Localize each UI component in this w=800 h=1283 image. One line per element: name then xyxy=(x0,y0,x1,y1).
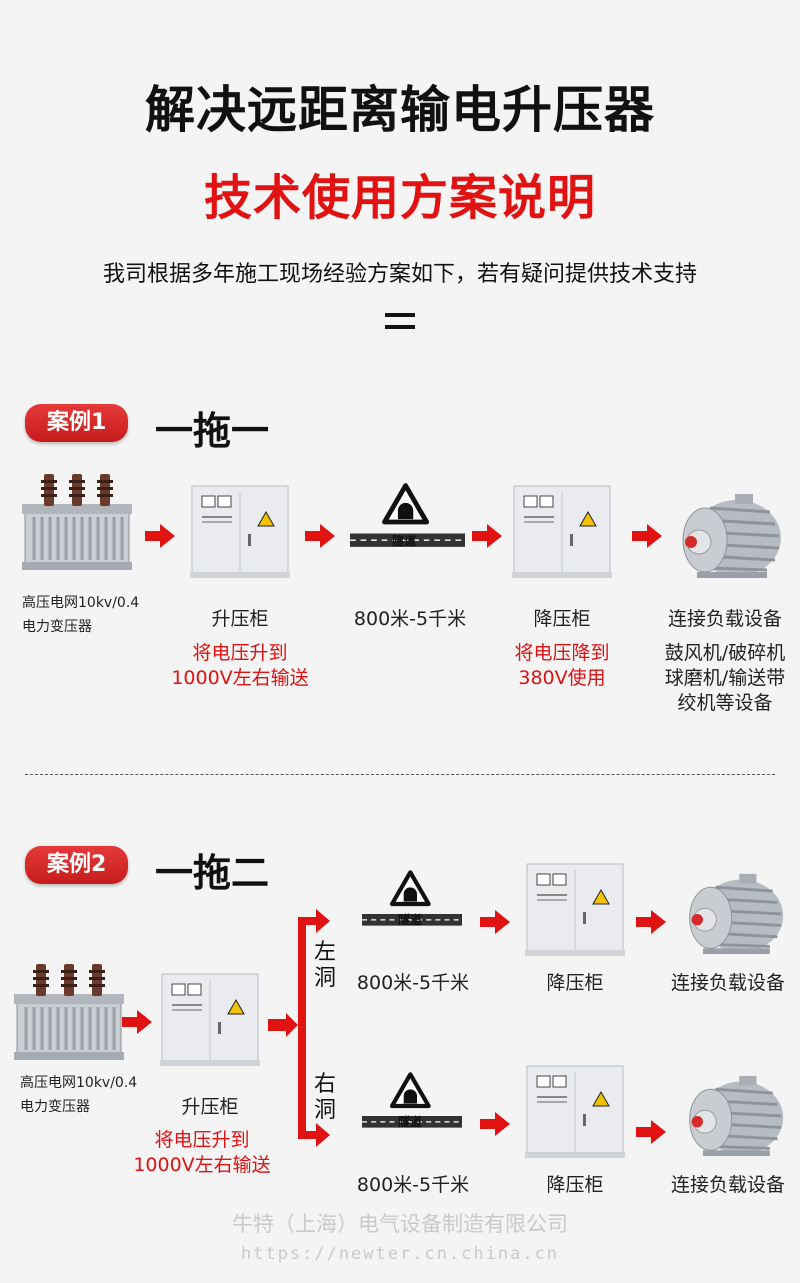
equals-divider-icon xyxy=(385,313,415,337)
case1-title: 一拖一 xyxy=(155,409,270,453)
case1-load-desc-1: 鼓风机/破碎机 xyxy=(664,642,786,664)
step-up-cabinet-icon xyxy=(160,972,260,1067)
motor-icon xyxy=(675,490,785,580)
tunnel-road-icon xyxy=(362,868,462,940)
case1-step-up-desc-2: 1000V左右输送 xyxy=(171,667,309,689)
case2-step-up-desc-2: 1000V左右输送 xyxy=(133,1154,271,1176)
case1-transformer-label-2: 电力变压器 xyxy=(22,619,92,635)
url-watermark: https://newter.cn.china.cn xyxy=(240,1244,560,1264)
motor-icon xyxy=(682,1072,787,1158)
case2-title: 一拖二 xyxy=(155,851,270,895)
case2-transformer-label-1: 高压电网10kv/0.4 xyxy=(20,1075,138,1091)
case2-distance-label-top: 800米-5千米 xyxy=(356,972,470,994)
arrow-right-icon xyxy=(636,910,666,934)
arrow-right-icon xyxy=(305,524,335,548)
case2-step-up-label: 升压柜 xyxy=(181,1096,239,1118)
arrow-right-icon xyxy=(122,1010,152,1034)
case1-step-down-desc-2: 380V使用 xyxy=(518,667,606,689)
case2-step-down-label-top: 降压柜 xyxy=(546,972,604,994)
motor-icon xyxy=(682,870,787,956)
step-up-cabinet-icon xyxy=(190,484,290,579)
section-divider xyxy=(25,774,775,775)
case2-distance-label-bottom: 800米-5千米 xyxy=(356,1174,470,1196)
case2-step-down-label-bottom: 降压柜 xyxy=(546,1174,604,1196)
case1-step-up-desc-1: 将电压升到 xyxy=(192,642,288,664)
step-down-cabinet-icon xyxy=(525,862,625,957)
case1-load-desc-2: 球磨机/输送带 xyxy=(664,667,786,689)
tunnel-text: 隧道 xyxy=(398,1115,423,1129)
arrow-right-icon xyxy=(632,524,662,548)
arrow-right-icon xyxy=(145,524,175,548)
case1-step-down-label: 降压柜 xyxy=(533,608,591,630)
case1-step-down-desc-1: 将电压降到 xyxy=(514,642,610,664)
tunnel-text: 隧道 xyxy=(392,534,417,548)
intro-text: 我司根据多年施工现场经验方案如下，若有疑问提供技术支持 xyxy=(102,262,697,287)
case2-load-label-top: 连接负载设备 xyxy=(670,972,785,994)
case1-step-up-label: 升压柜 xyxy=(211,608,269,630)
arrow-right-icon xyxy=(480,910,510,934)
right-branch-label: 右洞 xyxy=(313,1072,336,1123)
tunnel-road-icon xyxy=(350,482,465,562)
case1-badge: 案例1 xyxy=(25,404,129,442)
transformer-icon xyxy=(14,962,124,1062)
branch-connector-icon xyxy=(268,909,330,1147)
arrow-right-icon xyxy=(636,1120,666,1144)
company-watermark: 牛特（上海）电气设备制造有限公司 xyxy=(232,1212,568,1236)
case2-badge: 案例2 xyxy=(25,846,129,884)
case2-step-up-desc-1: 将电压升到 xyxy=(154,1129,250,1151)
main-title: 解决远距离输电升压器 xyxy=(145,81,655,139)
case1-load-desc-3: 绞机等设备 xyxy=(677,692,773,714)
case2-load-label-bottom: 连接负载设备 xyxy=(670,1174,785,1196)
case1-transformer-label-1: 高压电网10kv/0.4 xyxy=(22,595,140,611)
case1-distance-label: 800米-5千米 xyxy=(353,608,467,630)
case2-transformer-label-2: 电力变压器 xyxy=(20,1099,90,1115)
left-branch-label: 左洞 xyxy=(313,940,336,991)
case1-load-label: 连接负载设备 xyxy=(667,608,782,630)
tunnel-text: 隧道 xyxy=(398,913,423,927)
sub-title: 技术使用方案说明 xyxy=(203,170,596,226)
step-down-cabinet-icon xyxy=(512,484,612,579)
step-down-cabinet-icon xyxy=(525,1064,625,1159)
arrow-right-icon xyxy=(472,524,502,548)
transformer-icon xyxy=(22,472,132,572)
tunnel-road-icon xyxy=(362,1070,462,1142)
arrow-right-icon xyxy=(480,1112,510,1136)
